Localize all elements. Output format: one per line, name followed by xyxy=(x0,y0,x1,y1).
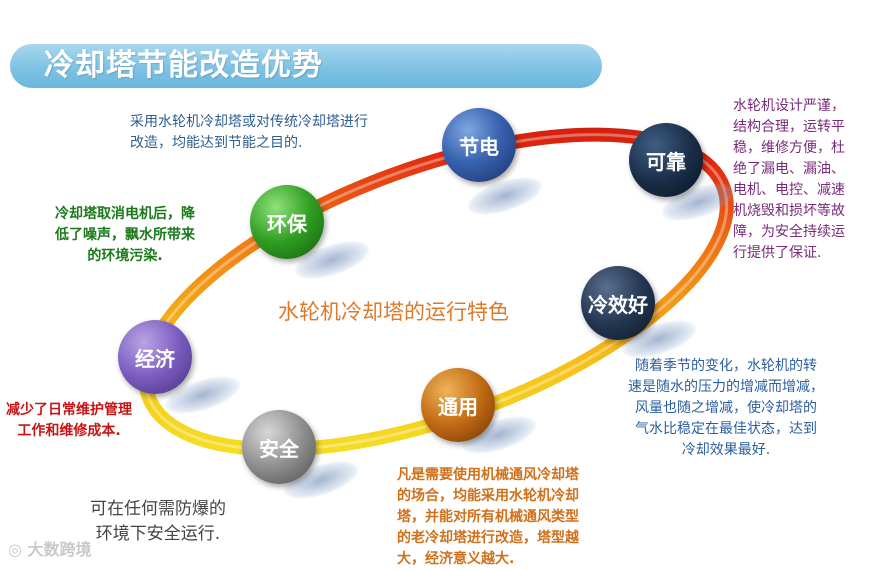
node-label-jiedian: 节电 xyxy=(459,131,499,160)
watermark-text: 大数跨境 xyxy=(28,540,92,559)
desc-huanbao: 冷却塔取消电机后，降 低了噪声，飘水所带来 的环境污染. xyxy=(55,204,195,267)
desc-anquan: 可在任何需防爆的 环境下安全运行. xyxy=(90,497,226,547)
center-label: 水轮机冷却塔的运行特色 xyxy=(278,298,509,326)
watermark: ◎ 大数跨境 xyxy=(8,536,92,560)
node-anquan: 安全 xyxy=(242,410,316,484)
node-jiedian: 节电 xyxy=(442,108,516,182)
node-jingji: 经济 xyxy=(118,320,192,394)
node-label-kekao: 可靠 xyxy=(646,146,686,175)
desc-jiedian: 采用水轮机冷却塔或对传统冷却塔进行 改造，均能达到节能之目的. xyxy=(130,112,368,154)
node-lengxiaohao: 冷效好 xyxy=(581,266,655,340)
node-label-huanbao: 环保 xyxy=(267,208,307,237)
node-label-jingji: 经济 xyxy=(135,343,175,372)
desc-lengxiaohao: 随着季节的变化，水轮机的转 速是随水的压力的增减而增减， 风量也随之增减，使冷却… xyxy=(628,356,824,461)
node-label-tongyong: 通用 xyxy=(438,391,478,420)
desc-jingji: 减少了日常维护管理 工作和维修成本. xyxy=(6,400,132,442)
node-tongyong: 通用 xyxy=(421,368,495,442)
desc-tongyong: 凡是需要使用机械通风冷却塔 的场合，均能采用水轮机冷却 塔，并能对所有机械通风类… xyxy=(397,465,579,570)
node-kekao: 可靠 xyxy=(629,123,703,197)
node-label-anquan: 安全 xyxy=(259,433,299,462)
node-label-lengxiaohao: 冷效好 xyxy=(588,289,648,318)
watermark-icon: ◎ xyxy=(8,540,22,559)
desc-kekao: 水轮机设计严谨， 结构合理，运转平 稳，维修方便，杜 绝了漏电、漏油、 电机、电… xyxy=(733,96,845,264)
node-huanbao: 环保 xyxy=(250,185,324,259)
